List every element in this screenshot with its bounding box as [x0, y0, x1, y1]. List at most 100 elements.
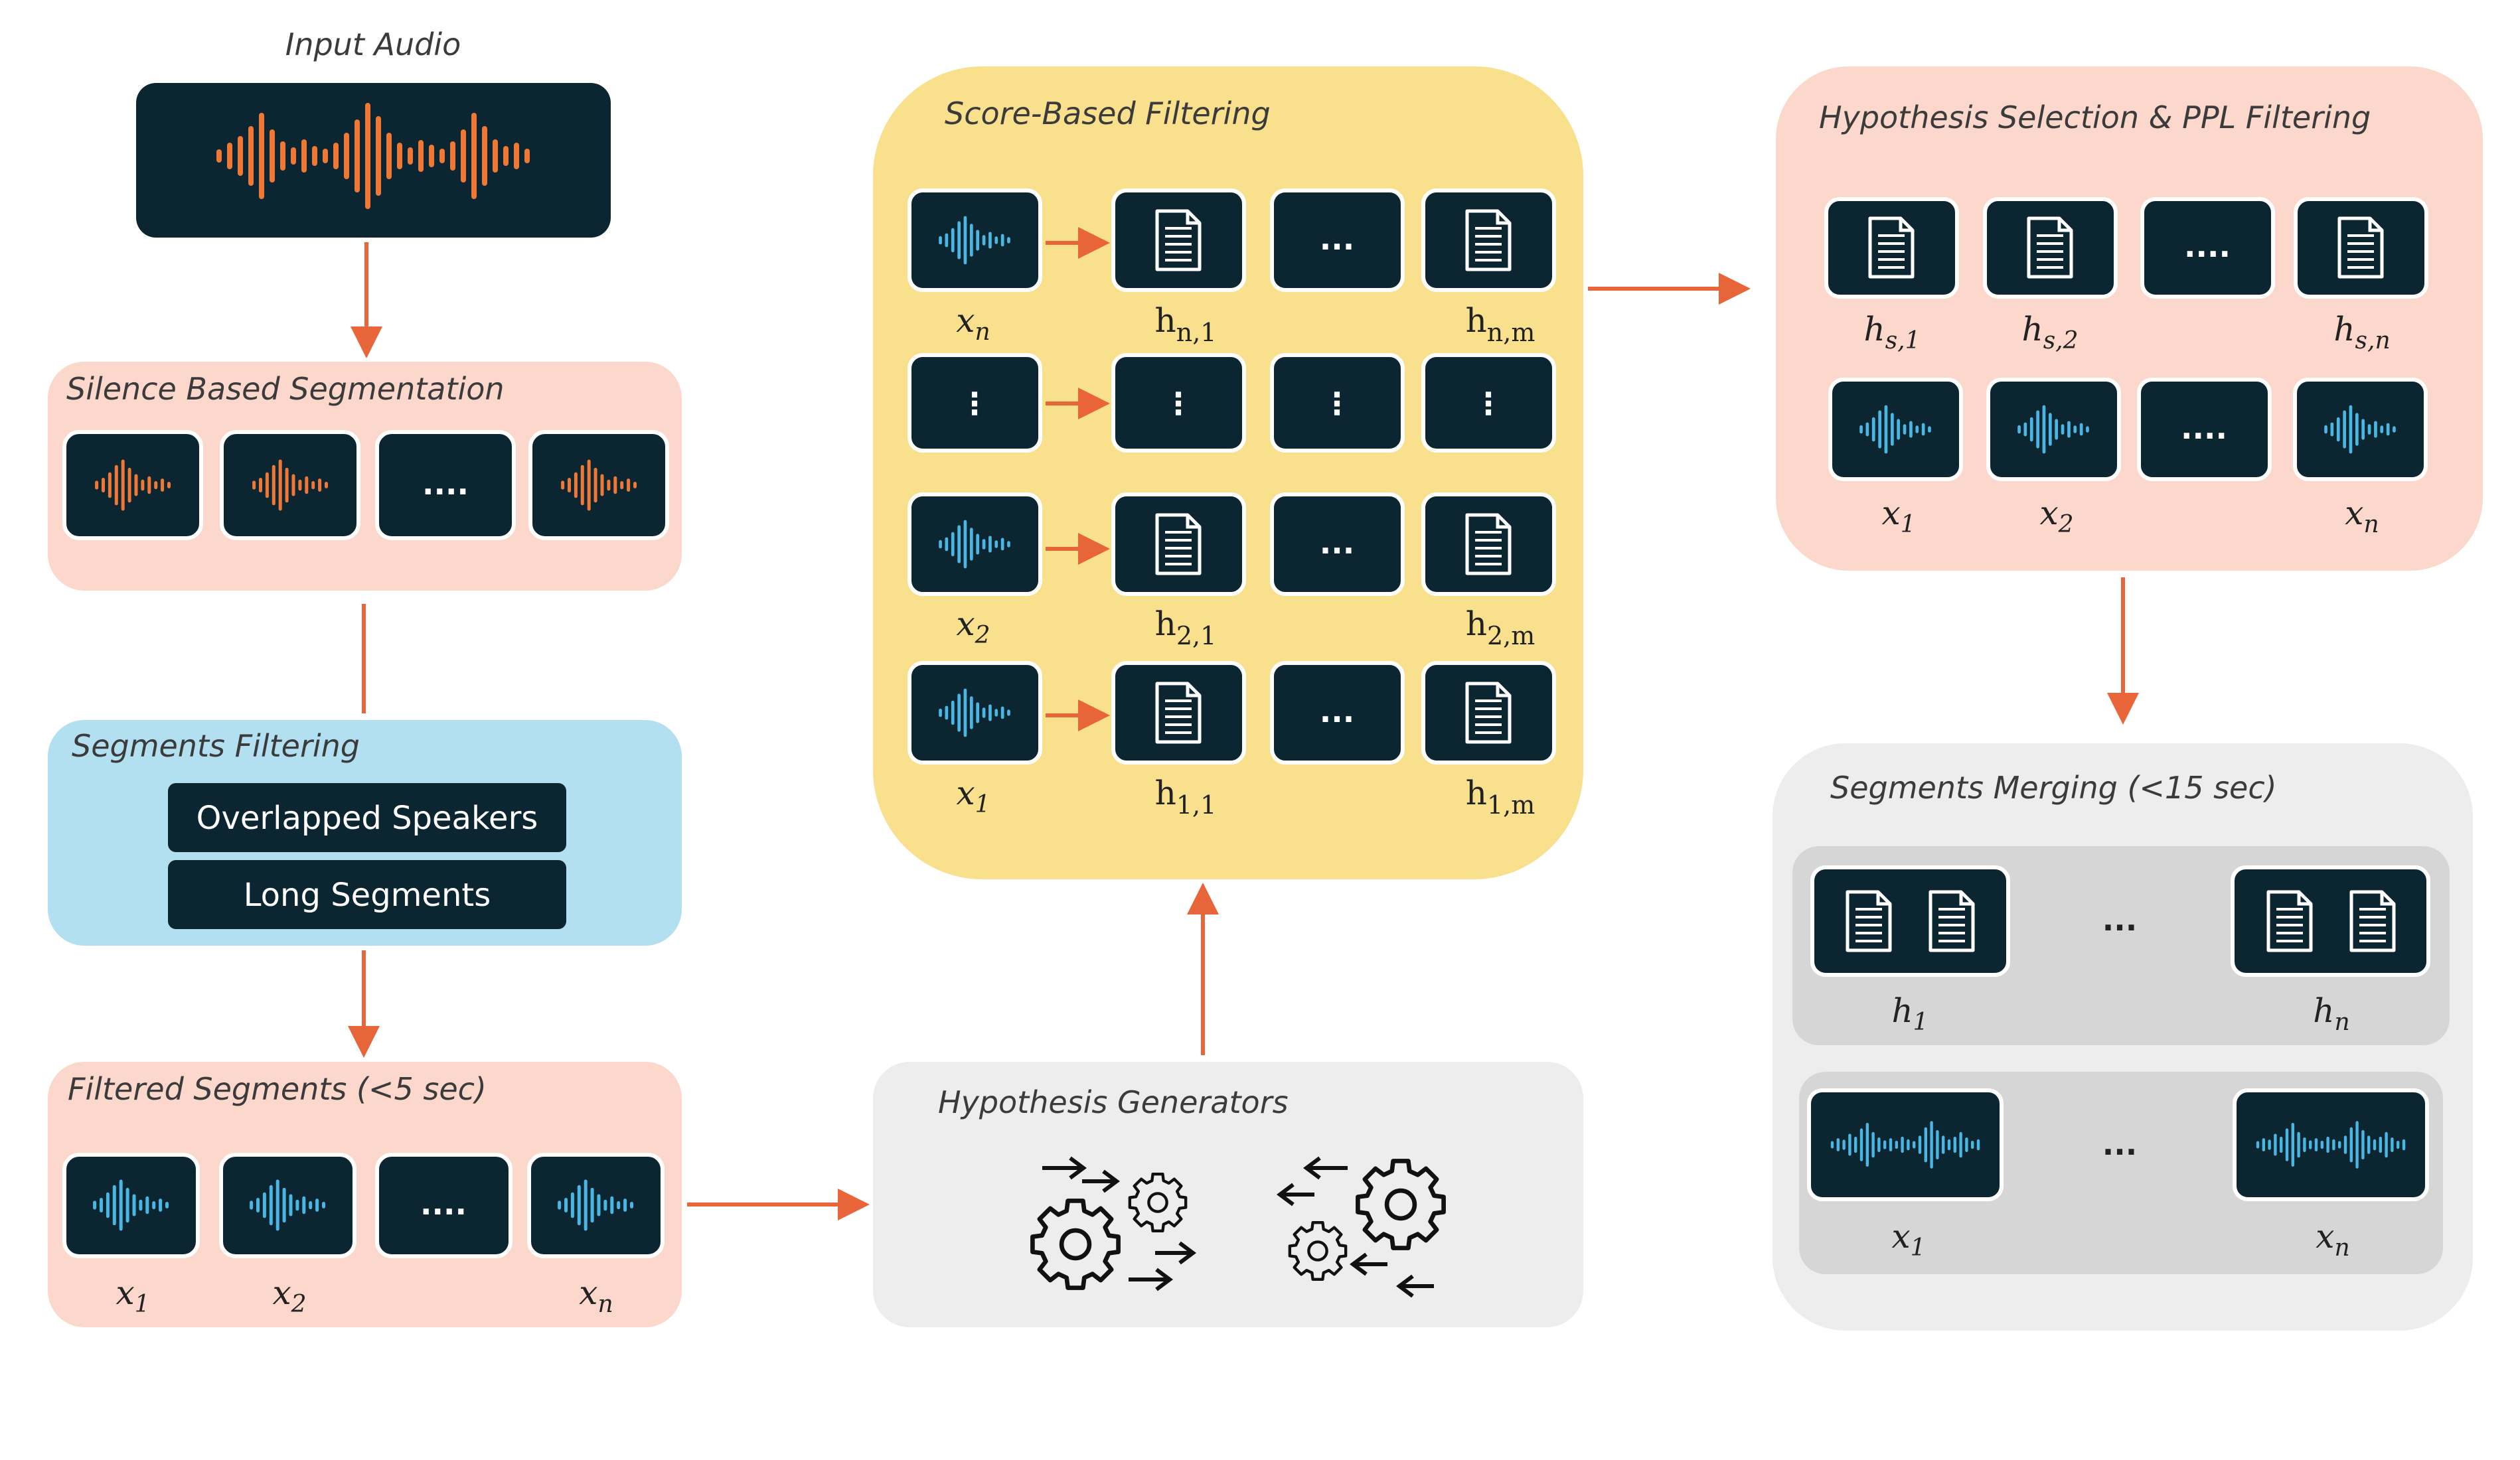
selection-doc-tile — [1983, 197, 2118, 299]
merging-ellipsis: ... — [2102, 902, 2137, 938]
selection-waveform-icon — [2017, 405, 2089, 454]
selection-label-hs2: hs,2 — [2021, 310, 2078, 354]
selection-audio-tile — [1828, 378, 1963, 481]
score-filtering-panel — [873, 66, 1583, 879]
merging-label-hn: hn — [2313, 991, 2349, 1036]
filtered-ellipsis: .... — [420, 1186, 467, 1222]
filtered-waveform-icon — [250, 1179, 325, 1231]
score-audio-tile-x2 — [907, 492, 1042, 596]
score-grid — [907, 188, 1556, 765]
merging-title: Segments Merging (<15 sec) — [1830, 770, 2277, 806]
selection-audio-tile — [2293, 378, 2428, 481]
score-ellipsis-tile — [1270, 492, 1405, 596]
silence-waveform-icon — [95, 459, 171, 511]
selection-waveform-icon — [2324, 405, 2396, 454]
selection-label-x1: x1 — [1881, 494, 1915, 538]
silence-panel — [48, 362, 682, 591]
silence-ellipsis-tile — [375, 430, 516, 540]
selection-label-xn: xn — [2345, 494, 2379, 538]
merging-doc-tile — [2231, 865, 2430, 977]
merging-audio-tile — [1807, 1088, 2004, 1201]
score-vdots-tile — [1270, 353, 1405, 453]
selection-label-x2: x2 — [2039, 494, 2073, 538]
merging-ellipsis: ... — [2102, 1126, 2137, 1162]
filtered-segment-tile — [527, 1153, 665, 1258]
score-ellipsis: ... — [1320, 694, 1354, 729]
selection-title: Hypothesis Selection & PPL Filtering — [1819, 100, 2371, 135]
hypothesis-generators-panel — [873, 1062, 1583, 1327]
merging-label-h1: h1 — [1891, 991, 1928, 1036]
filtered-waveform-icon — [558, 1179, 633, 1231]
input-audio-title: Input Audio — [285, 27, 461, 62]
score-ellipsis-tile — [1270, 188, 1405, 292]
merging-waveform-icon — [1830, 1121, 1980, 1169]
input-audio-box — [136, 83, 611, 238]
merging-label-xn: xn — [2316, 1217, 2349, 1262]
selection-ellipsis: .... — [2181, 410, 2227, 446]
score-label-x1: x1 — [956, 774, 990, 818]
selection-waveform-icon — [1859, 405, 1931, 454]
long-segments-button — [168, 860, 566, 929]
score-doc-tile — [1111, 188, 1246, 292]
hypothesis-generators-title: Hypothesis Generators — [938, 1084, 1289, 1120]
silence-waveform-icon — [561, 459, 637, 511]
silence-segment-tile — [62, 430, 203, 540]
score-label-x2: x2 — [956, 605, 990, 649]
score-waveform-icon — [939, 688, 1010, 737]
score-doc-tile — [1111, 492, 1246, 596]
segments-filtering-title: Segments Filtering — [72, 728, 360, 764]
long-segments-label: Long Segments — [244, 877, 491, 914]
score-label-xn: xn — [956, 301, 990, 346]
filtered-ellipsis-tile — [375, 1153, 512, 1258]
score-audio-tile-xn — [907, 188, 1042, 292]
filtered-panel — [48, 1062, 682, 1327]
silence-waveform-icon — [252, 459, 328, 511]
silence-segment-tile — [220, 430, 360, 540]
score-vdots: ⋮ — [1322, 386, 1352, 421]
silence-title: Silence Based Segmentation — [66, 371, 505, 407]
filtered-label-x2: x2 — [272, 1274, 306, 1318]
merging-doc-tile — [1810, 865, 2010, 977]
selection-label-hs1: hs,1 — [1863, 310, 1920, 354]
filtered-title: Filtered Segments (<5 sec) — [68, 1071, 487, 1107]
score-label-h1m: h1,m — [1466, 774, 1536, 820]
selection-ellipsis-tile — [2140, 197, 2275, 299]
score-label-h2m: h2,m — [1466, 605, 1536, 650]
score-filtering-title: Score-Based Filtering — [945, 96, 1271, 131]
generator-gears-icon — [1032, 1156, 1196, 1291]
generator-gears-icon — [1277, 1156, 1444, 1298]
score-vdots: ⋮ — [1473, 386, 1504, 421]
score-ellipsis-tile — [1270, 661, 1405, 765]
silence-segment-tile — [528, 430, 669, 540]
score-label-h21: h2,1 — [1155, 605, 1217, 650]
filtered-label-xn: xn — [579, 1274, 613, 1318]
overlapped-speakers-label: Overlapped Speakers — [197, 800, 538, 837]
input-waveform-icon — [216, 103, 530, 209]
score-label-hnm: hn,m — [1466, 301, 1536, 347]
score-vdots: ⋮ — [1163, 386, 1194, 421]
score-vdots: ⋮ — [959, 386, 990, 421]
selection-audio-tile — [1986, 378, 2121, 481]
merging-label-x1: x1 — [1891, 1217, 1925, 1262]
score-vdots-tile — [1111, 353, 1246, 453]
score-doc-tile — [1421, 188, 1556, 292]
score-waveform-icon — [939, 520, 1010, 569]
overlapped-speakers-button — [168, 783, 566, 852]
selection-label-hsn: hs,n — [2333, 310, 2390, 354]
score-vdots-tile — [1421, 353, 1556, 453]
score-audio-tile-x1 — [907, 661, 1042, 765]
selection-ellipsis-tile — [2137, 378, 2272, 481]
filtered-waveform-icon — [93, 1179, 169, 1231]
selection-ellipsis: .... — [2184, 228, 2231, 264]
score-vdots-tile — [907, 353, 1042, 453]
merging-waveform-icon — [2256, 1121, 2406, 1169]
filtered-label-x1: x1 — [116, 1274, 149, 1318]
score-doc-tile — [1421, 492, 1556, 596]
score-waveform-icon — [939, 216, 1010, 265]
score-label-hn1: hn,1 — [1155, 301, 1217, 347]
filtered-segment-tile — [62, 1153, 200, 1258]
score-doc-tile — [1111, 661, 1246, 765]
selection-doc-tile — [2294, 197, 2428, 299]
score-doc-tile — [1421, 661, 1556, 765]
score-ellipsis: ... — [1320, 221, 1354, 257]
